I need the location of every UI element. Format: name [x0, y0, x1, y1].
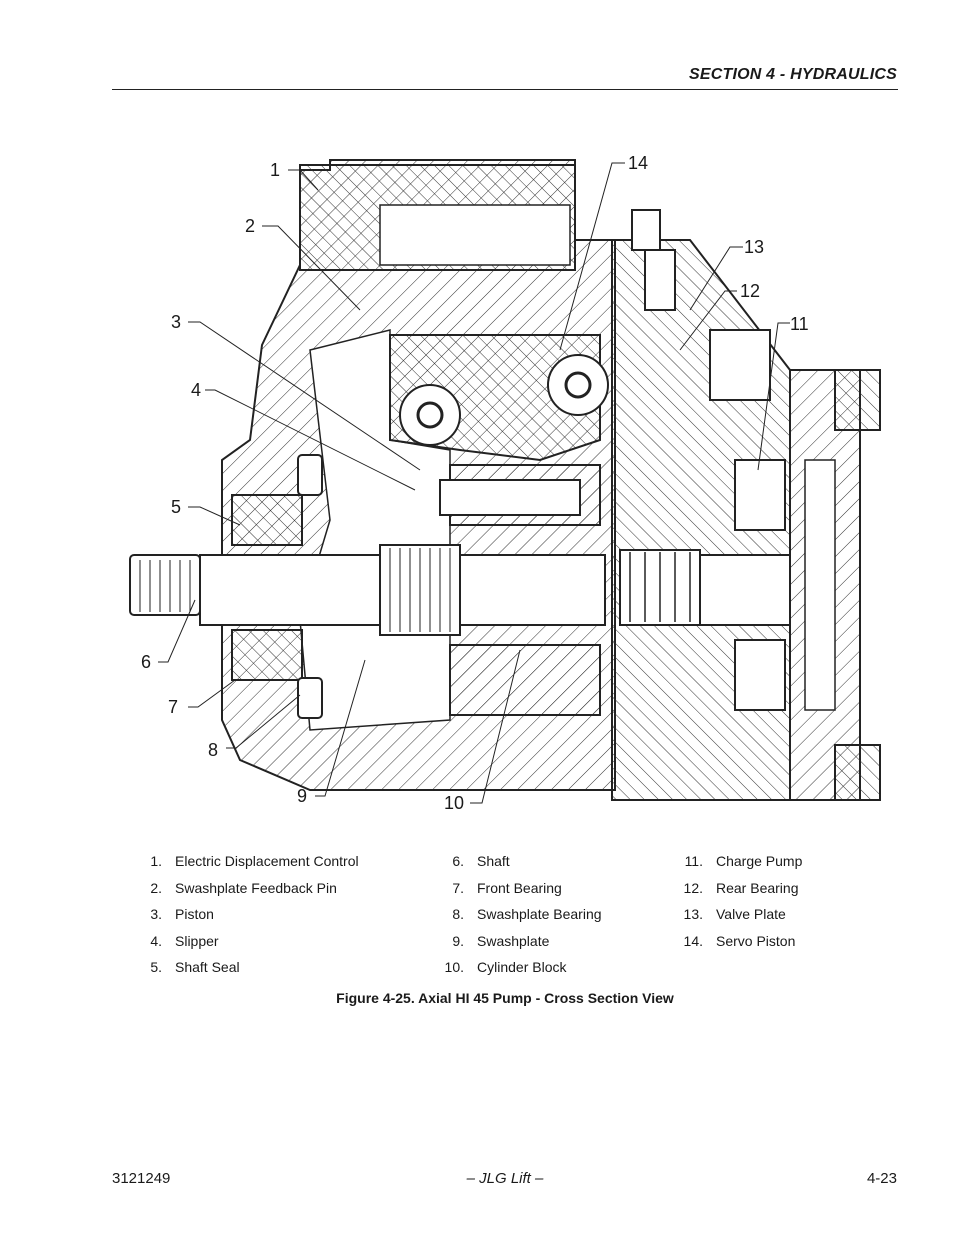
- legend-item: 5.Shaft Seal: [150, 959, 240, 976]
- callout-1: 1: [270, 160, 281, 180]
- callout-6: 6: [141, 652, 152, 672]
- callout-10: 10: [444, 793, 465, 813]
- front-bearing: [231, 494, 303, 546]
- legend-column-3: 11.Charge Pump 12.Rear Bearing 13.Valve …: [675, 848, 803, 954]
- callout-13: 13: [744, 237, 765, 257]
- legend-item: 1.Electric Displacement Control: [150, 853, 359, 869]
- legend-item: 10.Cylinder Block: [444, 959, 567, 976]
- header-rule: [112, 89, 898, 90]
- legend-item: 6.Shaft: [452, 853, 510, 869]
- pump-cross-section-drawing: [129, 159, 881, 804]
- legend-column-1: 1.Electric Displacement Control 2.Swashp…: [134, 848, 359, 981]
- callout-9: 9: [297, 786, 308, 806]
- legend-item: 2.Swashplate Feedback Pin: [150, 879, 337, 896]
- callout-7: 7: [168, 697, 179, 717]
- legend-item: 3.Piston: [150, 906, 214, 923]
- footer-publisher: – JLG Lift –: [466, 1170, 544, 1187]
- callout-3: 3: [171, 312, 182, 332]
- legend-item: 4.Slipper: [150, 932, 219, 949]
- legend-item: 9.Swashplate: [452, 932, 550, 949]
- shaft-spline: [129, 554, 201, 616]
- legend-item: 11.Charge Pump: [684, 853, 803, 869]
- legend-item: 8.Swashplate Bearing: [452, 906, 602, 923]
- legend-item: 14.Servo Piston: [683, 932, 796, 949]
- callout-14: 14: [628, 153, 649, 173]
- legend-item: 13.Valve Plate: [683, 906, 786, 923]
- callout-12: 12: [740, 281, 761, 301]
- legend-item: 7.Front Bearing: [452, 879, 562, 896]
- charge-pump: [734, 459, 786, 531]
- callout-4: 4: [191, 380, 202, 400]
- callout-2: 2: [245, 216, 256, 236]
- doc-number: 3121249: [112, 1170, 171, 1187]
- callout-8: 8: [208, 740, 219, 760]
- page-number: 4-23: [866, 1170, 897, 1187]
- section-title: SECTION 4 - HYDRAULICS: [689, 66, 897, 83]
- legend-column-2: 6.Shaft 7.Front Bearing 8.Swashplate Bea…: [436, 848, 602, 981]
- figure-caption: Figure 4-25. Axial HI 45 Pump - Cross Se…: [336, 990, 674, 1006]
- callout-11: 11: [790, 314, 809, 334]
- callout-5: 5: [171, 497, 182, 517]
- legend-item: 12.Rear Bearing: [683, 879, 799, 896]
